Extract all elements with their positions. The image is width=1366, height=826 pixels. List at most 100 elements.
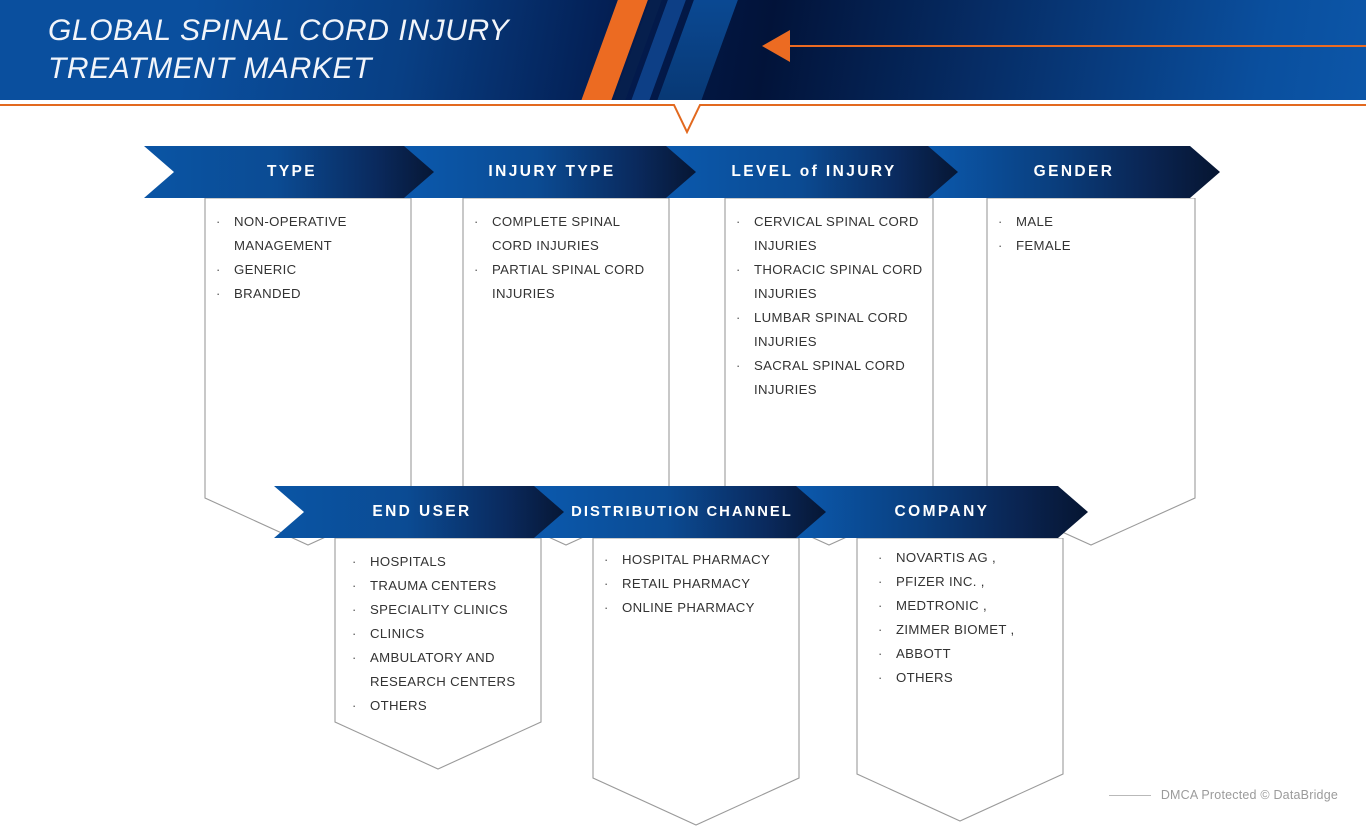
list-item: · ONLINE PHARMACY (596, 596, 796, 620)
list-item: · THORACIC SPINAL CORD INJURIES (728, 258, 930, 306)
list-item: ·PFIZER INC. , (870, 570, 1060, 594)
bullet-icon: · (352, 578, 357, 593)
bullet-icon: · (736, 358, 741, 373)
card-body-injury-type: ·COMPLETE SPINAL CORD INJURIES·PARTIAL S… (462, 198, 670, 546)
bullet-icon: · (604, 552, 609, 567)
list-item-label: SPECIALITY CLINICS (370, 602, 508, 617)
list-item: · RETAIL PHARMACY (596, 572, 796, 596)
ribbon-level-of-injury[interactable]: LEVEL of INJURY (666, 146, 962, 198)
card-body-level-of-injury: · CERVICAL SPINAL CORD INJURIES · THORACIC … (724, 198, 934, 546)
divider-rule-left (0, 104, 664, 106)
ribbon-label-end-user: END USER (372, 503, 472, 520)
ribbon-label-injury-type: INJURY TYPE (488, 163, 616, 180)
bullet-icon: · (352, 626, 357, 641)
bullet-icon: · (474, 214, 479, 229)
list-item-label: RETAIL PHARMACY (622, 576, 751, 591)
ribbon-label-gender: GENDER (1033, 163, 1115, 180)
bullet-icon: · (474, 262, 479, 277)
ribbon-distribution-channel[interactable]: DISTRIBUTION CHANNEL (534, 486, 830, 538)
card-body-end-user: · HOSPITALS · TRAUMA CENTERS · SPECIALITY CLI… (334, 538, 542, 770)
list-item-label: HOSPITAL PHARMACY (622, 552, 771, 567)
list-item-label: MALE (1016, 214, 1054, 229)
list-item-label: NOVARTIS AG , (896, 550, 997, 565)
list-item-label: THORACIC SPINAL CORD INJURIES (754, 262, 923, 301)
list-item-label: TRAUMA CENTERS (370, 578, 497, 593)
bullet-icon: · (878, 670, 883, 685)
item-list-end-user: · HOSPITALS · TRAUMA CENTERS · SPECIALITY CLI… (334, 538, 542, 718)
item-list-level-of-injury: · CERVICAL SPINAL CORD INJURIES · THORACIC … (724, 198, 934, 402)
bullet-icon: · (352, 650, 357, 665)
list-item-label: ZIMMER BIOMET , (896, 622, 1015, 637)
item-list-gender: · MALE ·FEMALE (986, 198, 1196, 258)
arrow-line (790, 45, 1366, 47)
list-item: · GENERIC (208, 258, 406, 282)
bullet-icon: · (736, 214, 741, 229)
divider-v-notch (662, 104, 712, 134)
bullet-icon: · (216, 262, 221, 277)
bullet-icon: · (878, 550, 883, 565)
ribbon-label-company: COMPANY (894, 503, 990, 520)
bullet-icon: · (216, 214, 221, 229)
list-item-label: AMBULATORY AND RESEARCH CENTERS (370, 650, 516, 689)
bullet-icon: · (604, 600, 609, 615)
ribbon-company[interactable]: COMPANY (796, 486, 1088, 538)
ribbon-label-level-of-injury: LEVEL of INJURY (731, 163, 897, 180)
list-item-label: MEDTRONIC , (896, 598, 988, 613)
item-list-type: ·NON-OPERATIVE MANAGEMENT·GENERIC·BRANDE… (204, 198, 412, 306)
item-list-company: ·NOVARTIS AG ,·PFIZER INC. ,·MEDTRONIC ,… (856, 538, 1064, 690)
list-item: · TRAUMA CENTERS (344, 574, 536, 598)
bullet-icon: · (736, 310, 741, 325)
list-item: · OTHERS (870, 666, 1060, 690)
list-item: · SPECIALITY CLINICS (344, 598, 536, 622)
bullet-icon: · (736, 262, 741, 277)
page-header: GLOBAL SPINAL CORD INJURY TREATMENT MARK… (0, 0, 1366, 100)
list-item-label: CERVICAL SPINAL CORD INJURIES (754, 214, 919, 253)
list-item-label: HOSPITALS (370, 554, 447, 569)
list-item-label: SACRAL SPINAL CORD INJURIES (754, 358, 906, 397)
list-item: · CERVICAL SPINAL CORD INJURIES (728, 210, 930, 258)
list-item: · MALE (990, 210, 1192, 234)
ribbon-label-distribution-channel: DISTRIBUTION CHANNEL (571, 504, 793, 520)
list-item-label: GENERIC (234, 262, 297, 277)
list-item-label: ONLINE PHARMACY (622, 600, 755, 615)
bullet-icon: · (604, 576, 609, 591)
list-item: · LUMBAR SPINAL CORD INJURIES (728, 306, 930, 354)
ribbon-end-user[interactable]: END USER (274, 486, 570, 538)
list-item-label: LUMBAR SPINAL CORD INJURIES (754, 310, 908, 349)
list-item-label: OTHERS (896, 670, 954, 685)
list-item: ·FEMALE (990, 234, 1192, 258)
list-item: ·BRANDED (208, 282, 406, 306)
card-body-type: ·NON-OPERATIVE MANAGEMENT·GENERIC·BRANDE… (204, 198, 412, 546)
ribbon-gender[interactable]: GENDER (928, 146, 1220, 198)
card-body-gender: · MALE ·FEMALE (986, 198, 1196, 546)
bullet-icon: · (878, 598, 883, 613)
bullet-icon: · (352, 602, 357, 617)
list-item-label: CLINICS (370, 626, 425, 641)
bullet-icon: · (352, 554, 357, 569)
bullet-icon: · (878, 574, 883, 589)
list-item-label: OTHERS (370, 698, 428, 713)
list-item: · SACRAL SPINAL CORD INJURIES (728, 354, 930, 402)
ribbon-injury-type[interactable]: INJURY TYPE (404, 146, 700, 198)
footer-divider (1108, 794, 1151, 796)
list-item: · OTHERS (344, 694, 536, 718)
ribbon-type[interactable]: TYPE (144, 146, 440, 198)
bullet-icon: · (878, 646, 883, 661)
card-body-company: ·NOVARTIS AG ,·PFIZER INC. ,·MEDTRONIC ,… (856, 538, 1064, 822)
footer: DMCA Protected © DataBridge (1108, 788, 1338, 802)
list-item-label: BRANDED (234, 286, 301, 301)
list-item: ·PARTIAL SPINAL CORD INJURIES (466, 258, 664, 306)
list-item: ·ZIMMER BIOMET , (870, 618, 1060, 642)
list-item-label: ABBOTT (896, 646, 951, 661)
list-item: · ABBOTT (870, 642, 1060, 666)
list-item: ·COMPLETE SPINAL CORD INJURIES (466, 210, 664, 258)
list-item: · NOVARTIS AG , (870, 546, 1060, 570)
bullet-icon: · (998, 214, 1003, 229)
list-item: · HOSPITAL PHARMACY (596, 548, 796, 572)
left-arrow-icon (762, 30, 790, 62)
bullet-icon: · (352, 698, 357, 713)
item-list-injury-type: ·COMPLETE SPINAL CORD INJURIES·PARTIAL S… (462, 198, 670, 306)
ribbon-label-type: TYPE (266, 163, 318, 180)
footer-text: DMCA Protected © DataBridge (1160, 788, 1338, 802)
